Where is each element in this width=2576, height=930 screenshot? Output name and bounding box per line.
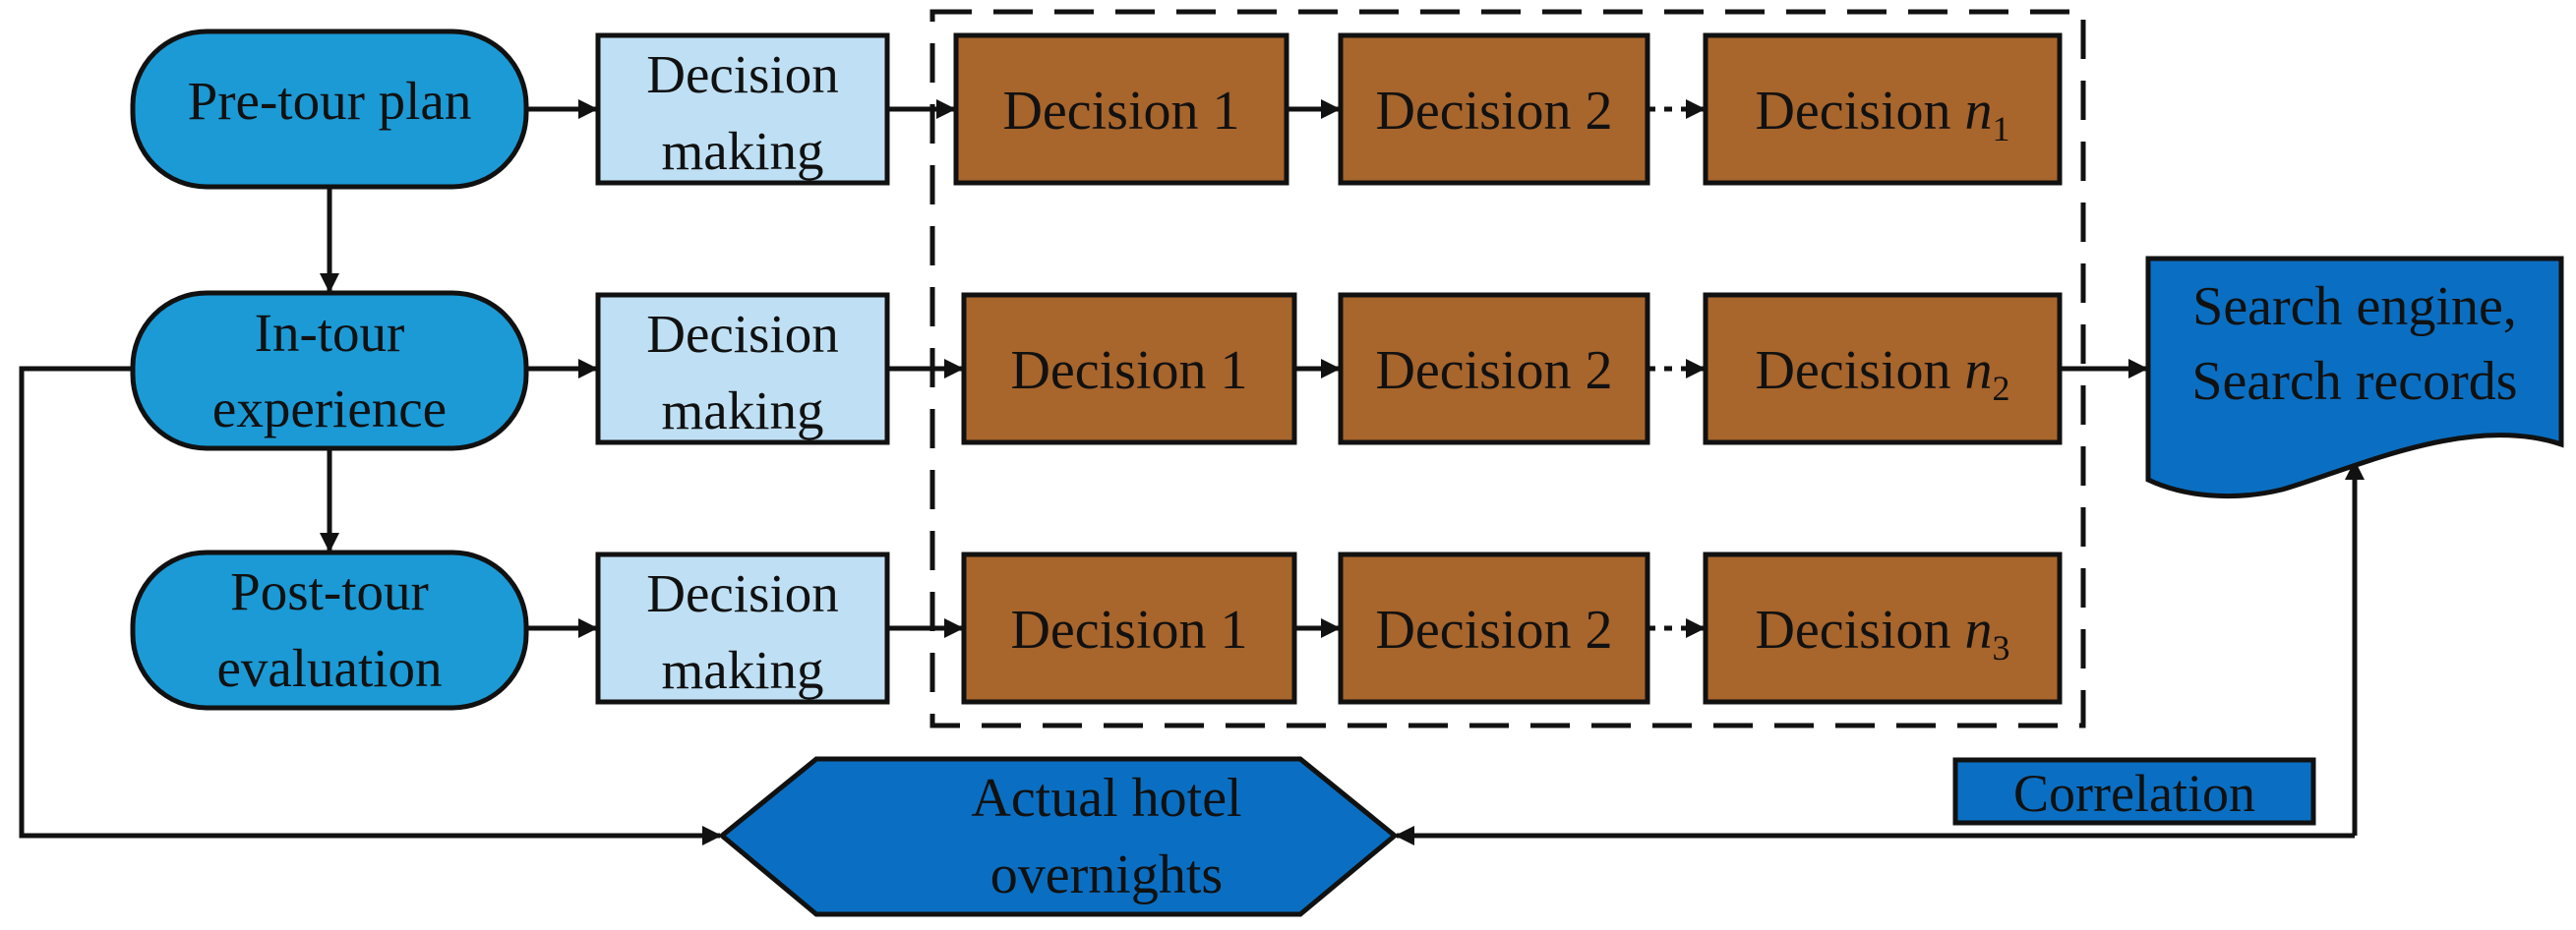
- decision-making-2-line1: Decision: [646, 304, 839, 364]
- decision-making-1-line2: making: [662, 121, 824, 181]
- row3-decision-2-label: Decision 2: [1375, 600, 1612, 661]
- row2-decision-2-label: Decision 2: [1375, 340, 1612, 401]
- row2-decision-n2-var: n: [1965, 340, 1993, 401]
- stage-post-tour: Post-tour evaluation: [130, 550, 529, 711]
- outcome-line1: Actual hotel: [971, 768, 1241, 829]
- row1-decision-n1-label: Decision n1: [1755, 81, 2009, 148]
- row1-decision-1-label: Decision 1: [1002, 81, 1239, 142]
- row3-decision-n3-var: n: [1965, 600, 1993, 661]
- decision-making-1: Decision making: [595, 32, 890, 186]
- stage-post-tour-label-line1: Post-tour: [230, 561, 429, 621]
- decision-making-2-line2: making: [662, 380, 824, 440]
- row1-decision-n1: Decision n1: [1703, 32, 2063, 186]
- decision-making-3: Decision making: [595, 552, 890, 705]
- decision-making-3-line1: Decision: [646, 563, 839, 623]
- row3-decision-1-label: Decision 1: [1010, 600, 1247, 661]
- row2-decision-1-label: Decision 1: [1010, 340, 1247, 401]
- row3-decision-n3-prefix: Decision: [1755, 600, 1964, 661]
- stage-in-tour: In-tour experience: [130, 290, 529, 451]
- decision-making-1-line1: Decision: [646, 44, 839, 104]
- row1-decision-n1-sub: 1: [1993, 109, 2010, 148]
- outcome-line2: overnights: [990, 844, 1223, 905]
- row2-decision-n2: Decision n2: [1703, 292, 2063, 445]
- stage-post-tour-label-line2: evaluation: [216, 638, 442, 698]
- row3-decision-1: Decision 1: [961, 552, 1297, 705]
- row2-decision-2: Decision 2: [1338, 292, 1650, 445]
- row3-decision-n3: Decision n3: [1703, 552, 2063, 705]
- row1-decision-2-label: Decision 2: [1375, 81, 1612, 142]
- decision-making-2: Decision making: [595, 292, 890, 445]
- stage-in-tour-label-line2: experience: [212, 378, 447, 438]
- row1-decision-n1-var: n: [1965, 81, 1993, 142]
- row2-decision-n2-sub: 2: [1993, 369, 2010, 408]
- search-engine-records: Search engine, Search records: [2145, 256, 2564, 499]
- row3-decision-n3-sub: 3: [1993, 628, 2010, 668]
- row2-decision-n2-label: Decision n2: [1755, 340, 2009, 408]
- search-engine-line1: Search engine,: [2192, 276, 2517, 337]
- row2-decision-n2-prefix: Decision: [1755, 340, 1964, 401]
- stage-in-tour-label-line1: In-tour: [255, 303, 405, 363]
- connectors: [19, 99, 2365, 845]
- correlation-label: Correlation: [1952, 757, 2316, 826]
- row1-decision-1: Decision 1: [953, 32, 1289, 186]
- correlation-text: Correlation: [2013, 764, 2255, 823]
- row3-decision-2: Decision 2: [1338, 552, 1650, 705]
- decision-making-3-line2: making: [662, 640, 824, 700]
- actual-hotel-overnights: Actual hotel overnights: [718, 756, 1399, 917]
- row2-decision-1: Decision 1: [961, 292, 1297, 445]
- stage-pre-tour: Pre-tour plan: [130, 29, 529, 190]
- row1-decision-n1-prefix: Decision: [1755, 81, 1964, 142]
- row3-decision-n3-label: Decision n3: [1755, 600, 2009, 668]
- stage-pre-tour-label: Pre-tour plan: [188, 71, 472, 131]
- search-engine-line2: Search records: [2191, 351, 2517, 412]
- arrow-in-tour-to-outcome: [19, 366, 722, 845]
- row1-decision-2: Decision 2: [1338, 32, 1650, 186]
